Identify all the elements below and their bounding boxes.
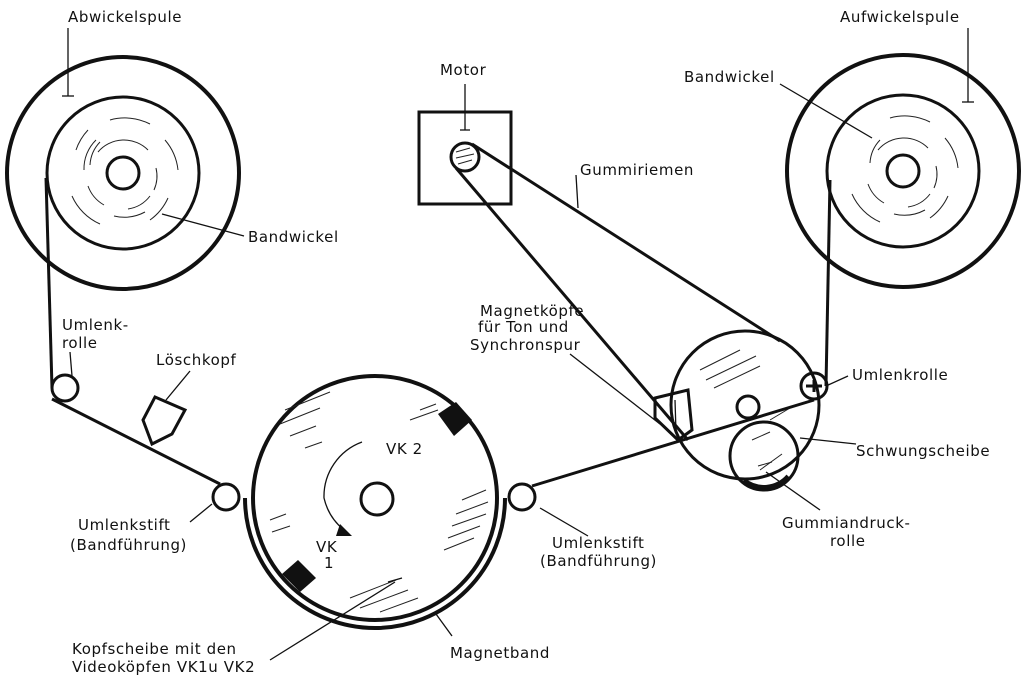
right-guide-pin: [507, 482, 537, 512]
label-magnetband: Magnetband: [450, 644, 550, 662]
label-vk1-2: 1: [324, 554, 334, 572]
label-umlenkrolle-right: Umlenkrolle: [852, 366, 948, 384]
head-drum-hatching: [269, 391, 489, 613]
label-umlenkstift-right-2: (Bandführung): [540, 552, 657, 570]
video-head-vk1: [282, 560, 316, 592]
label-kopfscheibe-1: Kopfscheibe mit den: [72, 640, 237, 658]
label-umlenkstift-right-1: Umlenkstift: [552, 534, 645, 552]
pinch-roller: [728, 420, 800, 492]
label-schwungscheibe: Schwungscheibe: [856, 442, 990, 460]
label-vk1-1: VK: [316, 538, 338, 556]
takeup-reel-tape-wind: [851, 115, 959, 223]
label-umlenkrolle-left-1: Umlenk-: [62, 316, 129, 334]
label-gummiriemen: Gummiriemen: [580, 161, 694, 179]
label-gummiandruck-1: Gummiandruck-: [782, 514, 911, 532]
label-magnetkoepfe-2: für Ton und: [478, 318, 569, 336]
label-magnetkoepfe-3: Synchronspur: [470, 336, 581, 354]
label-kopfscheibe-2: Videoköpfen VK1u VK2: [72, 658, 255, 676]
left-guide-roller: [50, 373, 80, 403]
label-umlenkrolle-left-2: rolle: [62, 334, 98, 352]
supply-reel: [5, 55, 241, 291]
magnetic-tape: [44, 177, 832, 488]
label-loeschkopf: Löschkopf: [156, 351, 236, 369]
audio-sync-heads: [653, 388, 694, 442]
labels: Abwickelspule Bandwickel Aufwickelspule …: [62, 8, 990, 676]
takeup-reel: [785, 53, 1021, 289]
video-head-vk2: [438, 402, 472, 436]
erase-head: [141, 395, 188, 447]
tape-guides: [50, 371, 829, 512]
label-aufwickelspule: Aufwickelspule: [840, 8, 960, 26]
supply-reel-tape-wind: [71, 117, 179, 225]
head-drum: [243, 374, 507, 630]
label-umlenkstift-left-1: Umlenkstift: [78, 516, 171, 534]
leader-lines: [62, 28, 974, 661]
label-vk2: VK 2: [386, 440, 423, 458]
left-guide-pin: [211, 482, 241, 512]
rubber-belt: [454, 142, 781, 441]
label-abwickelspule: Abwickelspule: [68, 8, 182, 26]
label-magnetkoepfe-1: Magnetköpfe: [480, 302, 584, 320]
label-gummiandruck-2: rolle: [830, 532, 866, 550]
label-motor: Motor: [440, 61, 487, 79]
label-bandwickel-left: Bandwickel: [248, 228, 339, 246]
label-umlenkstift-left-2: (Bandführung): [70, 536, 187, 554]
label-bandwickel-right: Bandwickel: [684, 68, 775, 86]
